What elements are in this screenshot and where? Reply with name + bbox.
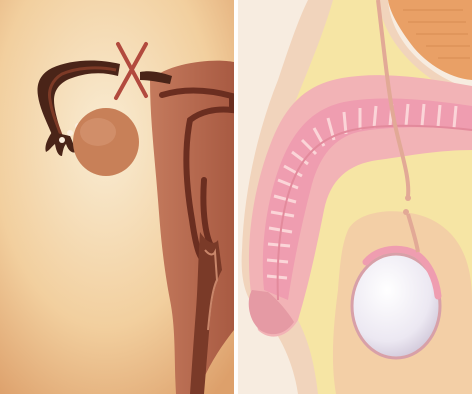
male-anatomy-illustration [238,0,472,394]
male-anatomy-panel [238,0,472,394]
ovary-shading [80,118,116,146]
female-anatomy-illustration [0,0,234,394]
female-anatomy-panel [0,0,234,394]
